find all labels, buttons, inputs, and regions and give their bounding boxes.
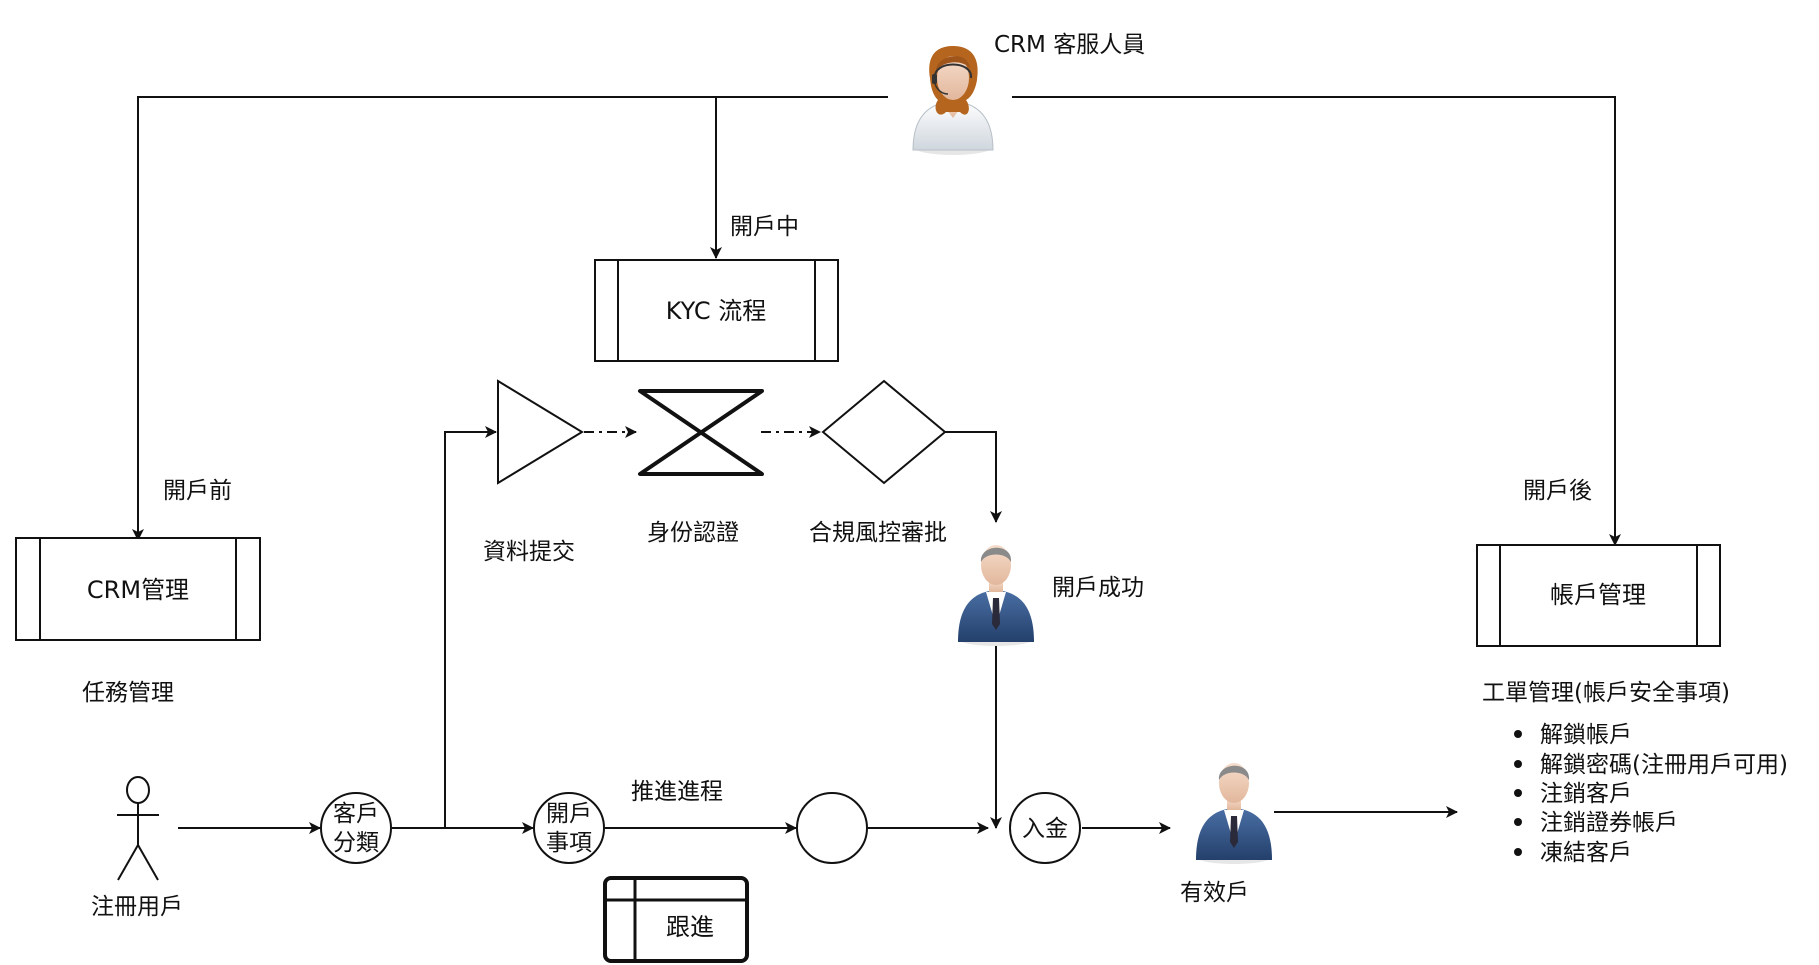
follow-up-box: 跟進 <box>603 876 749 963</box>
open-success-label: 開戶成功 <box>1052 575 1144 601</box>
ticket-item: 凍結客戶 <box>1514 840 1632 866</box>
deposit-label: 入金 <box>1022 816 1068 842</box>
ticket-item-label: 凍結客戶 <box>1540 840 1632 866</box>
user-stick-figure-icon <box>117 776 159 881</box>
compliance-diamond <box>821 379 947 485</box>
classify-circle: 客戶 分類 <box>320 792 392 864</box>
push-process-label: 推進進程 <box>631 779 723 805</box>
edge-classify-to-submit <box>444 426 497 828</box>
ticket-management: 工單管理(帳戶安全事項) 解鎖帳戶 解鎖密碼(注冊用戶可用) 注銷客戶 注銷證券… <box>1482 680 1788 866</box>
during-open-label: 開戶中 <box>730 214 799 240</box>
edge-staff-to-account <box>1012 96 1621 546</box>
ticket-title: 工單管理(帳戶安全事項) <box>1482 680 1730 706</box>
ticket-item: 解鎖帳戶 <box>1514 722 1632 748</box>
progress-circle <box>796 792 868 864</box>
ticket-item: 注銷證券帳戶 <box>1514 810 1678 836</box>
crm-staff-avatar-icon <box>912 46 994 155</box>
valid-account-label: 有效戶 <box>1180 880 1249 906</box>
account-items-circle: 開戶 事項 <box>533 792 605 864</box>
compliance-label: 合規風控審批 <box>809 520 947 546</box>
submit-triangle <box>497 379 584 485</box>
ticket-item-label: 解鎖帳戶 <box>1540 722 1632 748</box>
crm-staff-label: CRM 客服人員 <box>994 32 1145 58</box>
before-open-label: 開戶前 <box>163 478 232 504</box>
open-success-person-icon <box>958 545 1034 646</box>
kyc-label: KYC 流程 <box>666 297 767 325</box>
crm-management-label: CRM管理 <box>87 576 189 604</box>
account-management-label: 帳戶管理 <box>1550 581 1646 609</box>
process-account-management: 帳戶管理 <box>1476 544 1721 647</box>
task-management-label: 任務管理 <box>82 680 174 706</box>
identity-label: 身份認證 <box>647 520 739 546</box>
edge-compliance-to-success <box>945 431 1002 523</box>
ticket-item-label: 注銷證券帳戶 <box>1540 810 1678 836</box>
items-label-2: 事項 <box>546 830 592 856</box>
items-label-1: 開戶 <box>546 801 592 827</box>
ticket-item: 解鎖密碼(注冊用戶可用) <box>1514 752 1788 778</box>
follow-up-label: 跟進 <box>666 913 714 941</box>
ticket-item: 注銷客戶 <box>1514 781 1632 807</box>
edge-staff-to-crm <box>132 96 888 541</box>
process-kyc: KYC 流程 <box>594 259 839 362</box>
registered-user-label: 注冊用戶 <box>91 894 183 920</box>
deposit-circle: 入金 <box>1009 792 1081 864</box>
identity-hourglass <box>638 389 764 476</box>
process-crm-management: CRM管理 <box>15 537 261 641</box>
submit-label: 資料提交 <box>483 539 575 565</box>
ticket-item-label: 注銷客戶 <box>1540 781 1632 807</box>
valid-account-person-icon <box>1196 763 1272 864</box>
ticket-item-label: 解鎖密碼(注冊用戶可用) <box>1540 752 1788 778</box>
classify-label-1: 客戶 <box>333 801 379 827</box>
after-open-label: 開戶後 <box>1523 478 1592 504</box>
classify-label-2: 分類 <box>333 830 379 856</box>
